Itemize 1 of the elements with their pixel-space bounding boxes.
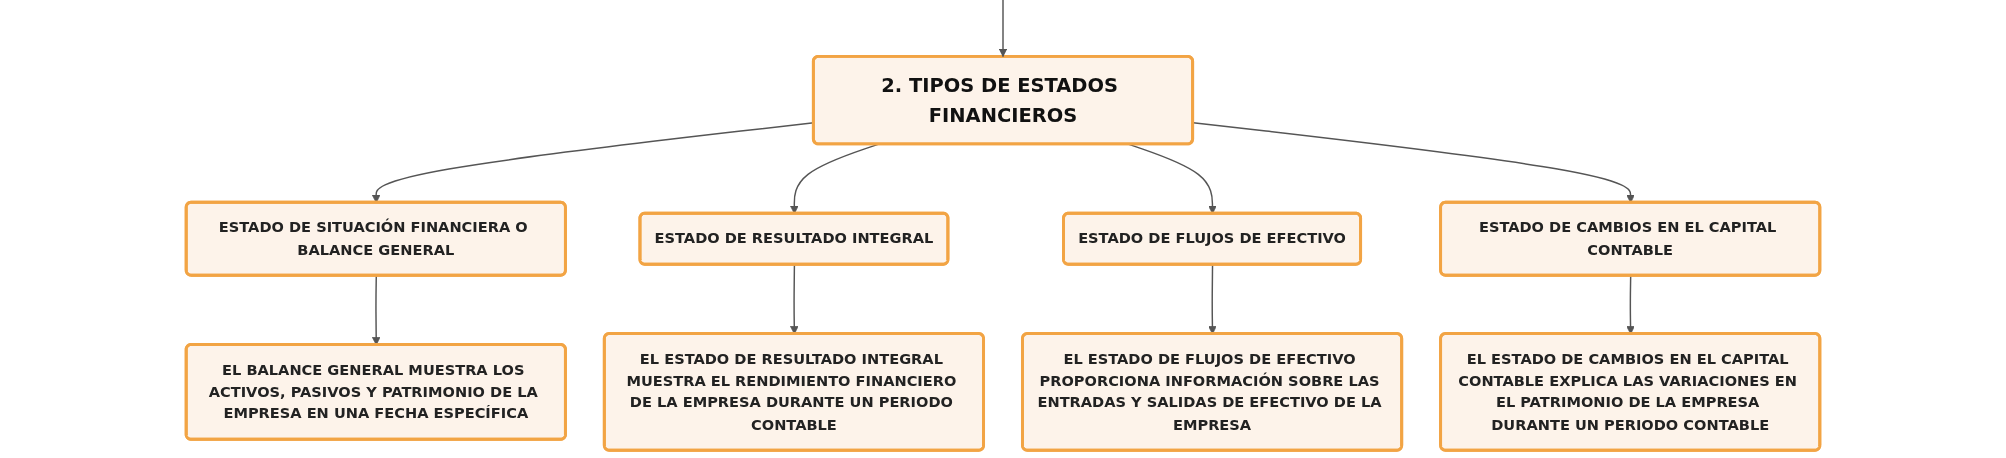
arrow bbox=[998, 0, 1008, 58]
